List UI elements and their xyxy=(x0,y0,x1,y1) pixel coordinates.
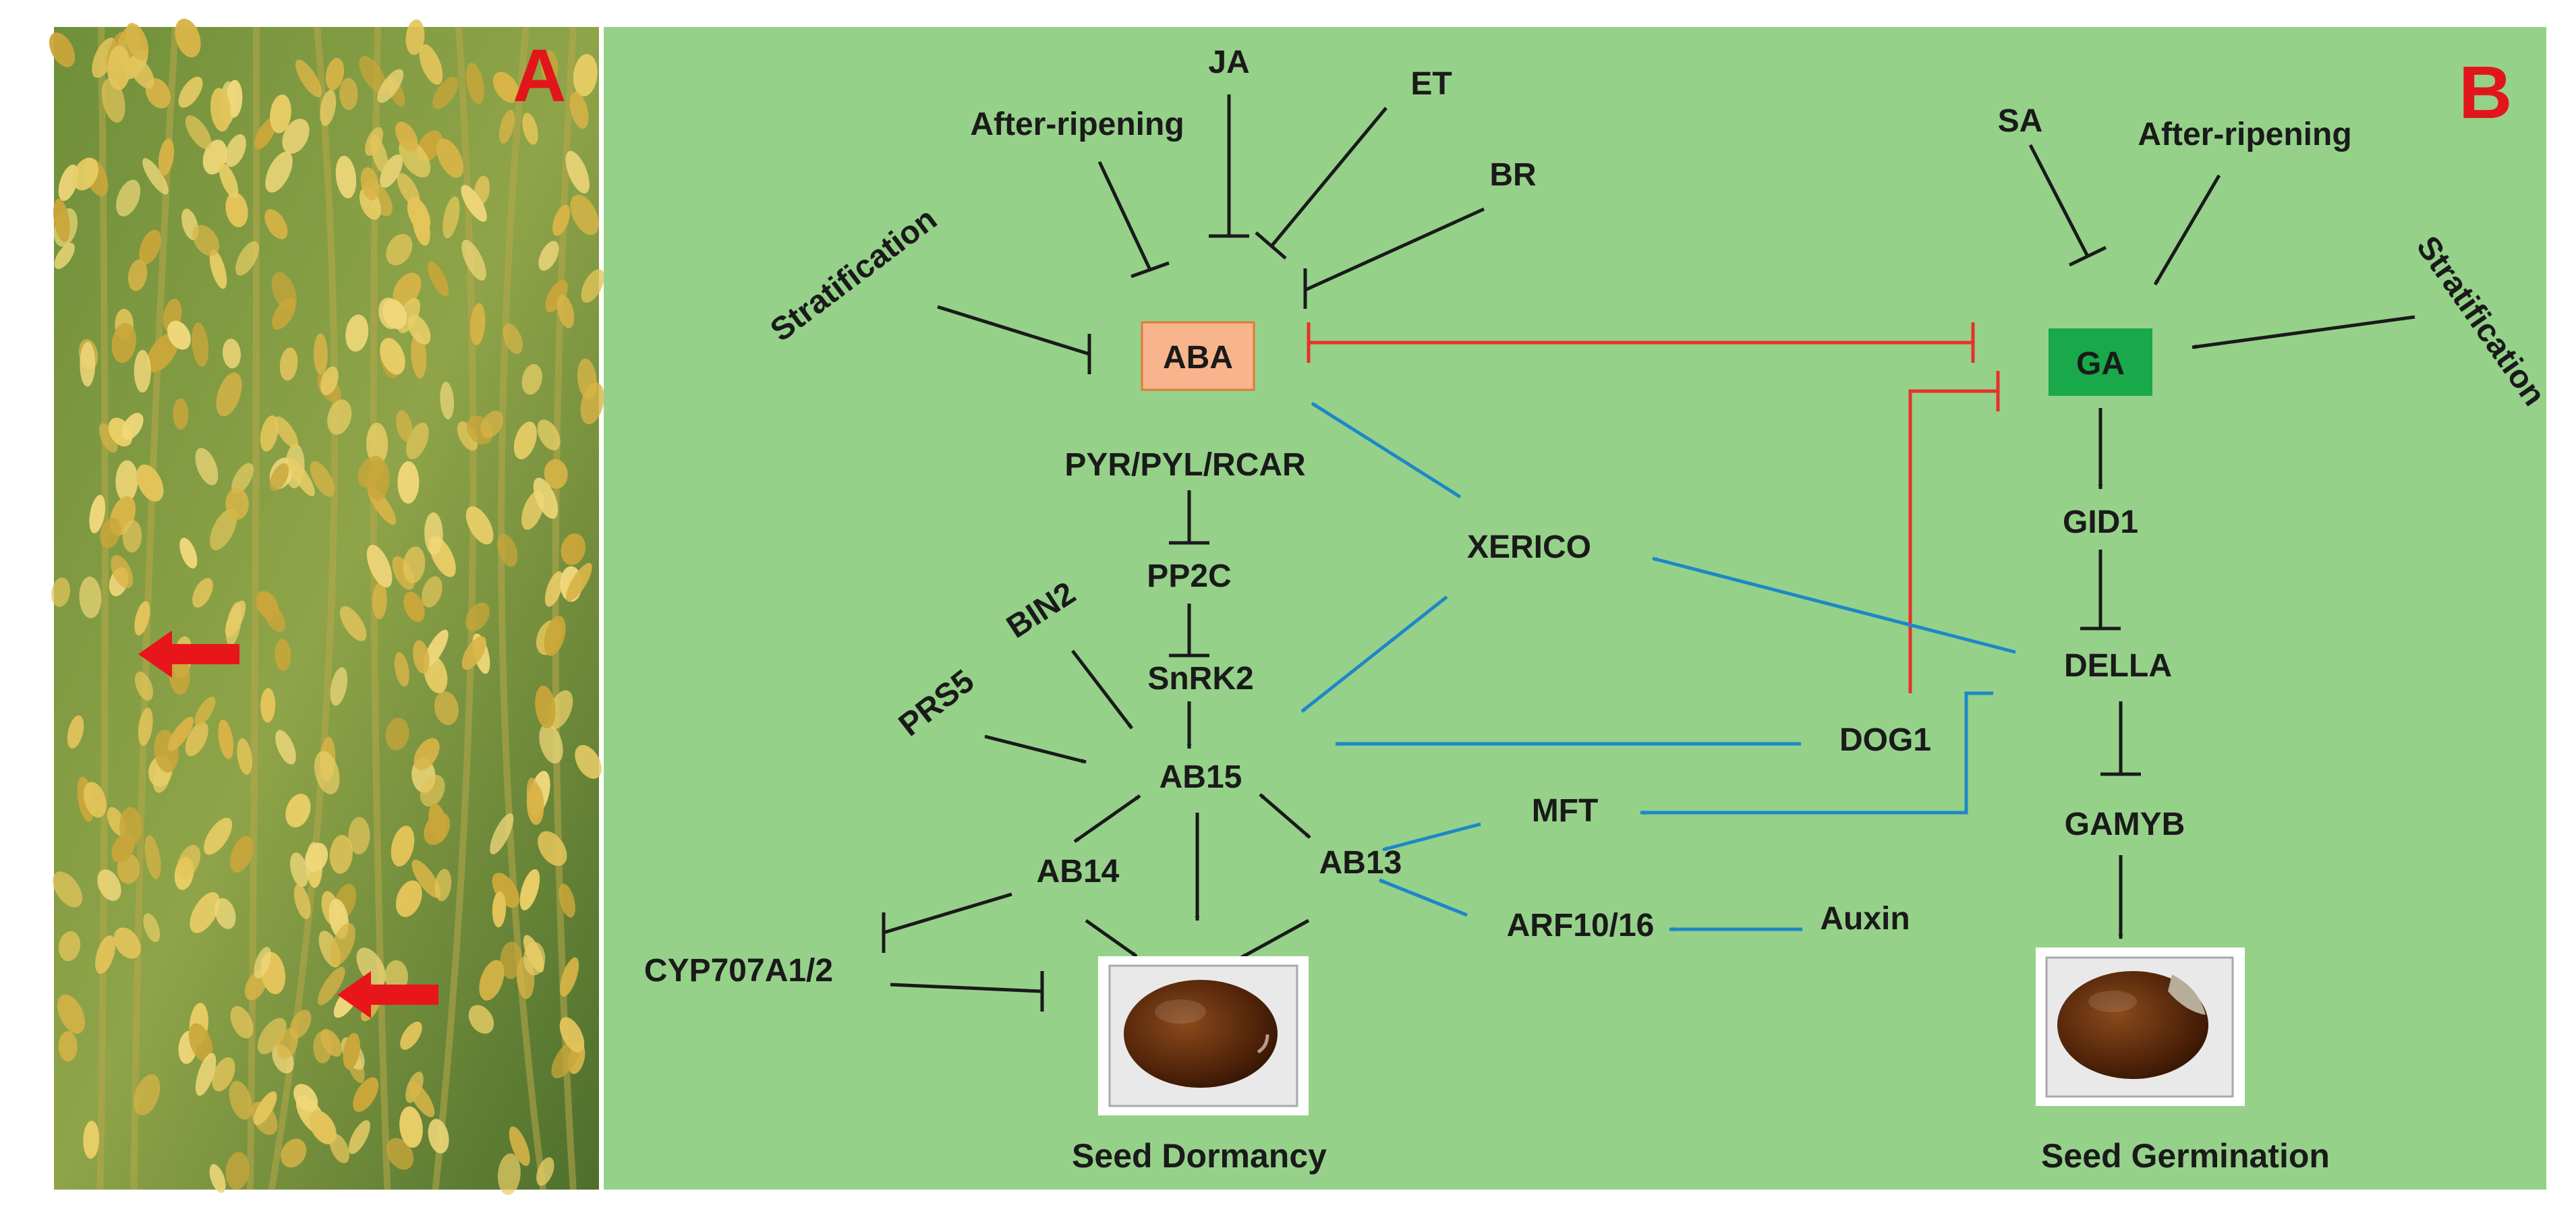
edge-bin2-to-ab15 xyxy=(1071,649,1133,730)
edge-ab15-ab14 xyxy=(1073,794,1141,844)
node-snrk2: SnRK2 xyxy=(1147,661,1253,697)
edge-mft-to-ab13 xyxy=(1382,822,1481,852)
node-cyp707a1-2: CYP707A1/2 xyxy=(644,953,833,989)
seed-germination-image xyxy=(2036,947,2245,1106)
edge-stratification-to-ga xyxy=(2192,315,2415,349)
black-edges xyxy=(882,94,2415,1012)
node-xerico: XERICO xyxy=(1467,529,1591,565)
edge-della-to-xerico xyxy=(1652,556,2016,654)
panel-b-background xyxy=(604,27,2546,1190)
edge-stratification-inhibits-aba xyxy=(937,305,1090,356)
panel-a-label: A xyxy=(513,34,566,117)
aba-label: ABA xyxy=(1163,340,1233,376)
panel-b: B xyxy=(604,27,2552,1190)
edge-et-inhibits-aba xyxy=(1270,107,1387,247)
node-ab13: AB13 xyxy=(1319,845,1402,881)
edge-dog1-inhibits-ga xyxy=(1908,389,1998,693)
blue-edges xyxy=(1300,401,2016,932)
node-gamyb: GAMYB xyxy=(2065,807,2185,842)
node-della: DELLA xyxy=(2064,648,2172,684)
ga-label: GA xyxy=(2076,346,2125,382)
edge-xerico-to-aba xyxy=(1311,401,1462,499)
outcome-seed-dormancy: Seed Dormancy xyxy=(1072,1137,1327,1175)
red-edges xyxy=(1307,322,2000,693)
node-br: BR xyxy=(1489,157,1536,193)
edge-cyp-inhibits-dormancy xyxy=(890,983,1043,993)
photo-arrow-upper xyxy=(138,631,239,678)
ga-node: GA xyxy=(2049,328,2152,396)
node-ab15: AB15 xyxy=(1160,759,1242,795)
node-auxin: Auxin xyxy=(1820,901,1910,937)
node-gid1: GID1 xyxy=(2063,504,2138,540)
edge-after-ripening-inhibits-aba xyxy=(1097,160,1152,271)
outcome-seed-germination: Seed Germination xyxy=(2041,1137,2330,1175)
panel-a: A xyxy=(49,18,604,1196)
node-et: ET xyxy=(1410,66,1452,102)
seed-dormancy-image xyxy=(1098,956,1309,1115)
panel-b-label: B xyxy=(2459,51,2512,134)
edge-ab15-ab13 xyxy=(1259,793,1311,839)
node-ab14: AB14 xyxy=(1037,854,1120,889)
node-sa: SA xyxy=(1998,103,2043,139)
edge-ab14-inhibits-cyp xyxy=(883,892,1012,935)
edge-della-to-mft xyxy=(1640,691,1993,815)
photo-arrow-lower xyxy=(337,971,438,1018)
node-after-ripening-left: After-ripening xyxy=(970,107,1184,142)
node-dog1: DOG1 xyxy=(1839,722,1931,758)
edge-br-inhibits-aba xyxy=(1304,207,1485,292)
node-pp2c: PP2C xyxy=(1147,558,1231,594)
edge-ab13-to-dormancy xyxy=(1240,918,1310,960)
node-mft: MFT xyxy=(1532,793,1599,829)
node-arf10-16: ARF10/16 xyxy=(1507,908,1655,943)
edge-sa-inhibits-ga xyxy=(2028,144,2090,258)
edge-after-ripening-to-ga xyxy=(2153,174,2221,286)
edge-xerico-to-ab15 xyxy=(1300,595,1448,713)
edge-ab14-to-dormancy xyxy=(1085,918,1138,958)
rice-panicle-texture xyxy=(49,18,604,1196)
node-after-ripening-right: After-ripening xyxy=(2138,117,2351,152)
edge-arf-to-ab13 xyxy=(1379,878,1468,917)
node-pyr-pyl-rcar: PYR/PYL/RCAR xyxy=(1064,447,1305,483)
edge-prs5-to-ab15 xyxy=(984,734,1087,764)
node-ja: JA xyxy=(1208,45,1249,80)
aba-node: ABA xyxy=(1141,321,1255,391)
